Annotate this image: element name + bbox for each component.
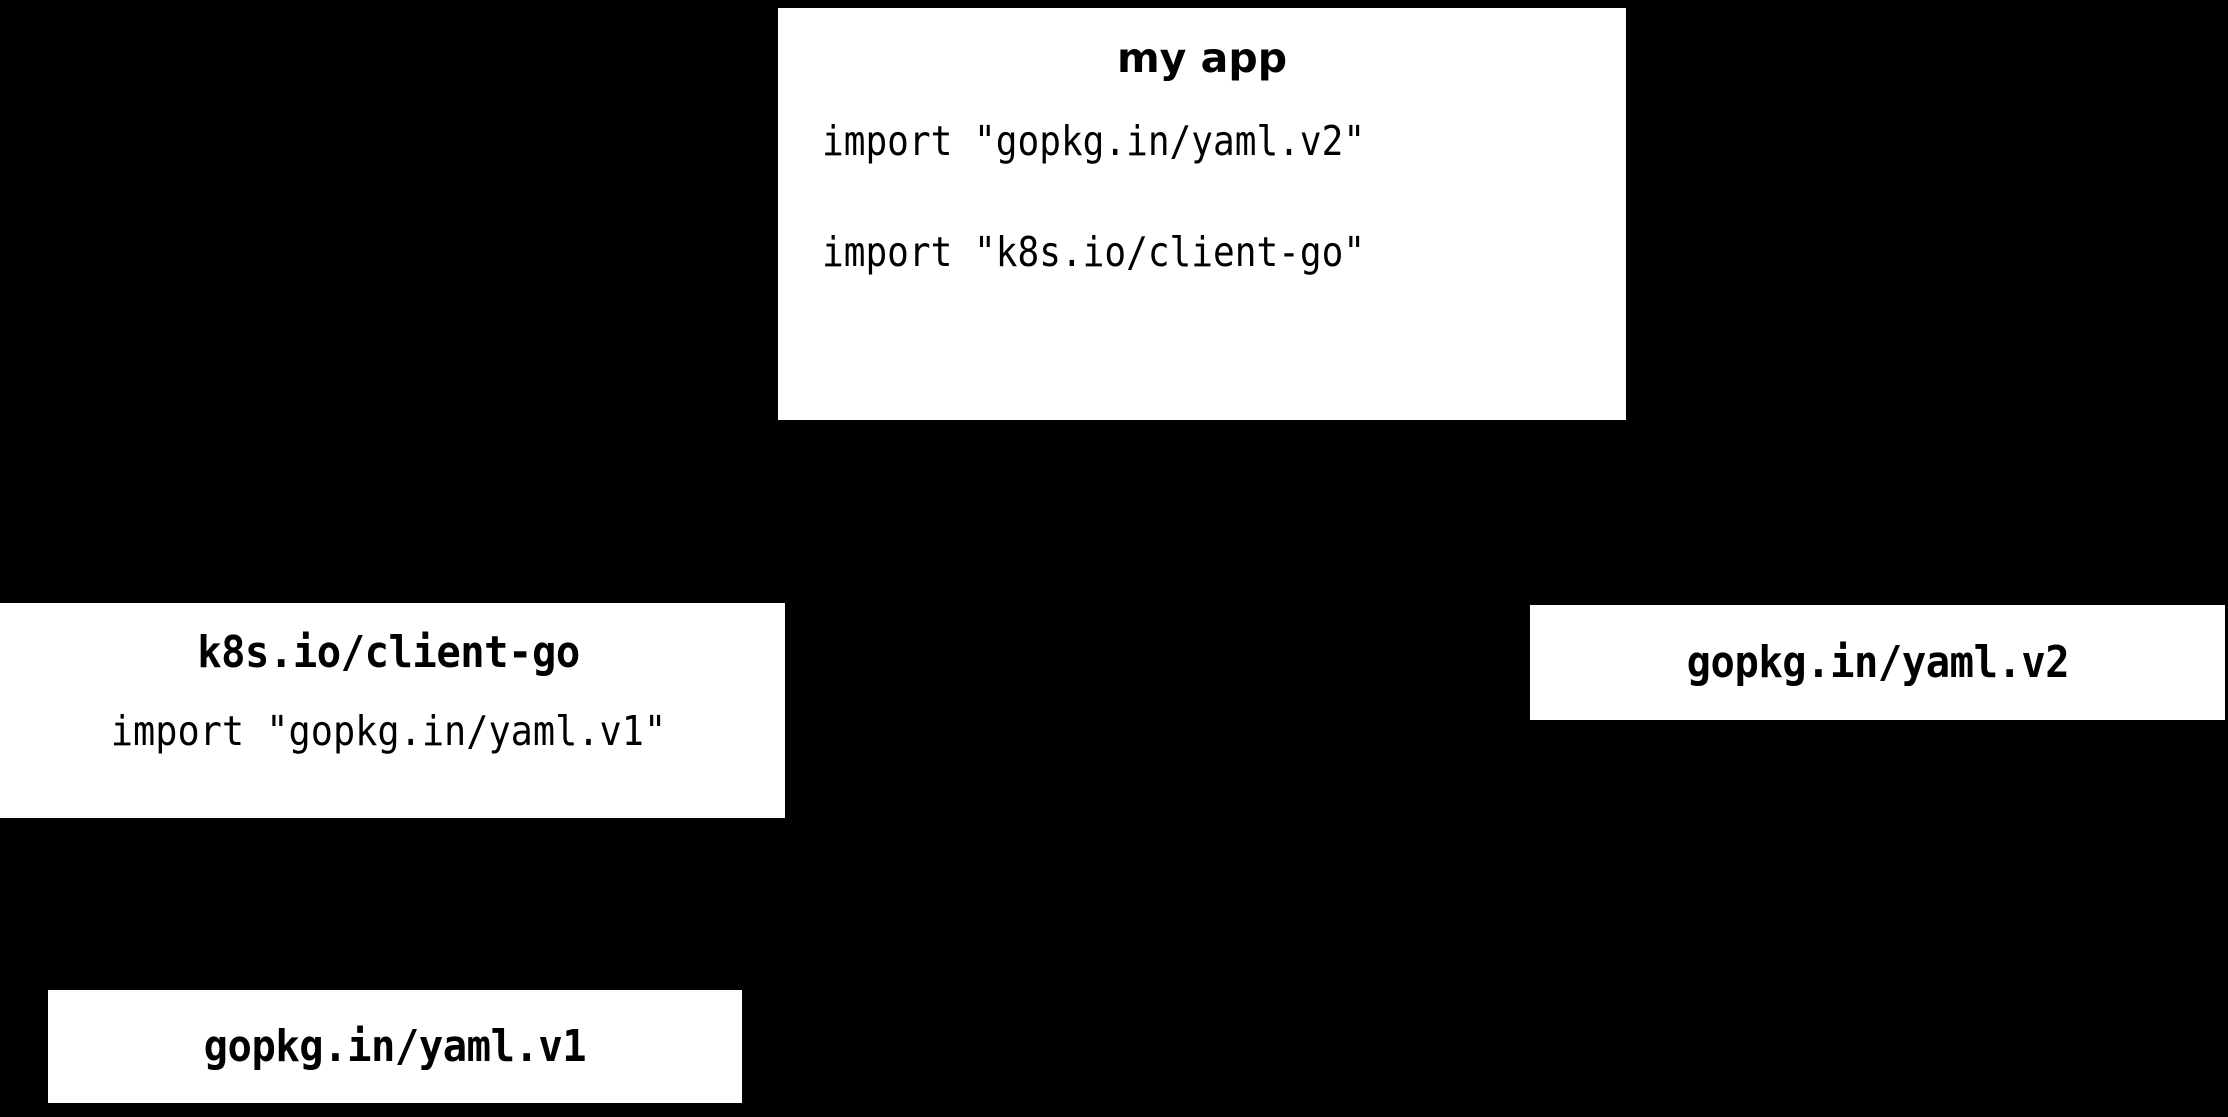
node-my-app-title: my app — [1116, 34, 1288, 82]
node-gopkg-yaml-v2-title: gopkg.in/yaml.v2 — [1686, 636, 2069, 688]
node-k8s-client-go-title: k8s.io/client-go — [197, 627, 580, 678]
import-statement: import "k8s.io/client-go" — [822, 228, 1366, 276]
node-gopkg-yaml-v2[interactable]: gopkg.in/yaml.v2 — [1530, 605, 2225, 720]
import-statement: import "gopkg.in/yaml.v2" — [822, 117, 1366, 165]
node-my-app[interactable]: my app import "gopkg.in/yaml.v2" import … — [778, 8, 1626, 420]
import-statement: import "gopkg.in/yaml.v1" — [110, 707, 667, 755]
node-gopkg-yaml-v1-title: gopkg.in/yaml.v1 — [203, 1020, 587, 1072]
node-my-app-imports: import "gopkg.in/yaml.v2" import "k8s.io… — [778, 121, 1626, 343]
node-k8s-client-go[interactable]: k8s.io/client-go import "gopkg.in/yaml.v… — [0, 603, 785, 818]
node-gopkg-yaml-v1[interactable]: gopkg.in/yaml.v1 — [48, 990, 742, 1103]
